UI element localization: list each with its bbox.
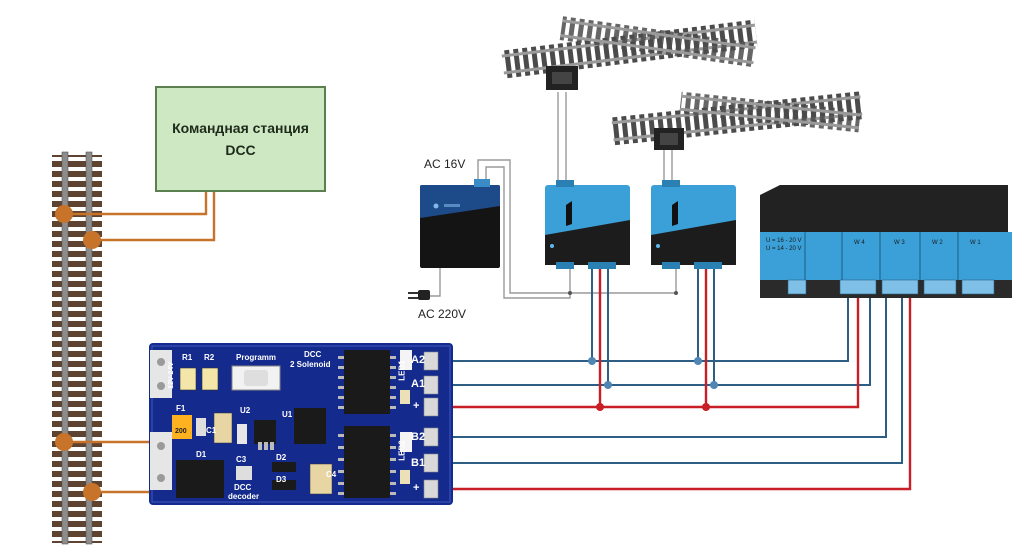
terminal-label-a2: A2 [411,354,426,366]
pcb-label-u2: U2 [240,406,251,415]
ac-16v-label: AC 16V [424,157,466,171]
pcb-label-solenoid: 2 Solenoid [290,360,331,369]
pcb-label-r2: R2 [204,353,215,362]
pcb-label-r1: R1 [182,353,193,362]
pcb-label-c1: C1 [206,426,217,435]
terminal-label-a1: A1 [411,378,426,390]
power-supply-icon [420,179,500,268]
wire-junctions [568,291,718,411]
switch-module-2 [651,180,736,269]
multi-switch-module [760,185,1012,298]
command-station-dcc-label: DCC [225,142,256,158]
dcc-decoder-board [149,343,453,505]
pcb-label-c3: C3 [236,455,247,464]
pcb-label-c4: C4 [326,470,337,479]
module-header-w3: W 3 [894,240,905,246]
terminal-label-plus-a: + [413,400,420,412]
module-header-w2: W 2 [932,240,943,246]
pcb-label-led1: LED1 [397,360,407,381]
command-station-box: Командная станция DCC [155,86,326,192]
pcb-label-voltage: 12V-24V [167,362,175,389]
point-motor-icon [546,66,684,150]
pcb-label-u1: U1 [282,410,293,419]
rail-connectors [55,205,101,501]
module-spec-2: U = 14 - 20 V [766,246,802,252]
pcb-label-d1: D1 [196,450,207,459]
pcb-label-f1: F1 [176,404,186,413]
pcb-label-d2: D2 [276,453,287,462]
pcb-label-dcc: DCC [304,350,322,359]
module-header-w4: W 4 [854,240,865,246]
plug-icon [408,290,430,300]
switch-module-1 [545,180,630,269]
power-wires [436,268,912,491]
module-spec-1: U = 16 - 20 V [766,238,802,244]
module-header-w1: W 1 [970,240,981,246]
pcb-label-d3: D3 [276,475,287,484]
rail-track-icon [52,151,102,545]
pcb-label-decoder: decoder [228,492,260,501]
pcb-label-dcc-bottom: DCC [234,483,252,492]
pcb-label-led2: LED2 [397,440,407,461]
pcb-label-fuse-value: 200 [175,428,187,435]
command-station-label: Командная станция [172,120,309,136]
signal-wires [436,268,903,464]
pcb-label-program: Programm [236,353,277,362]
turnout-icon [501,16,758,79]
terminal-label-b1: B1 [411,457,426,469]
terminal-label-plus-b: + [413,482,420,494]
ac-220v-label: AC 220V [418,307,467,321]
terminal-label-b2: B2 [411,431,426,443]
turnout-icon [611,91,863,146]
